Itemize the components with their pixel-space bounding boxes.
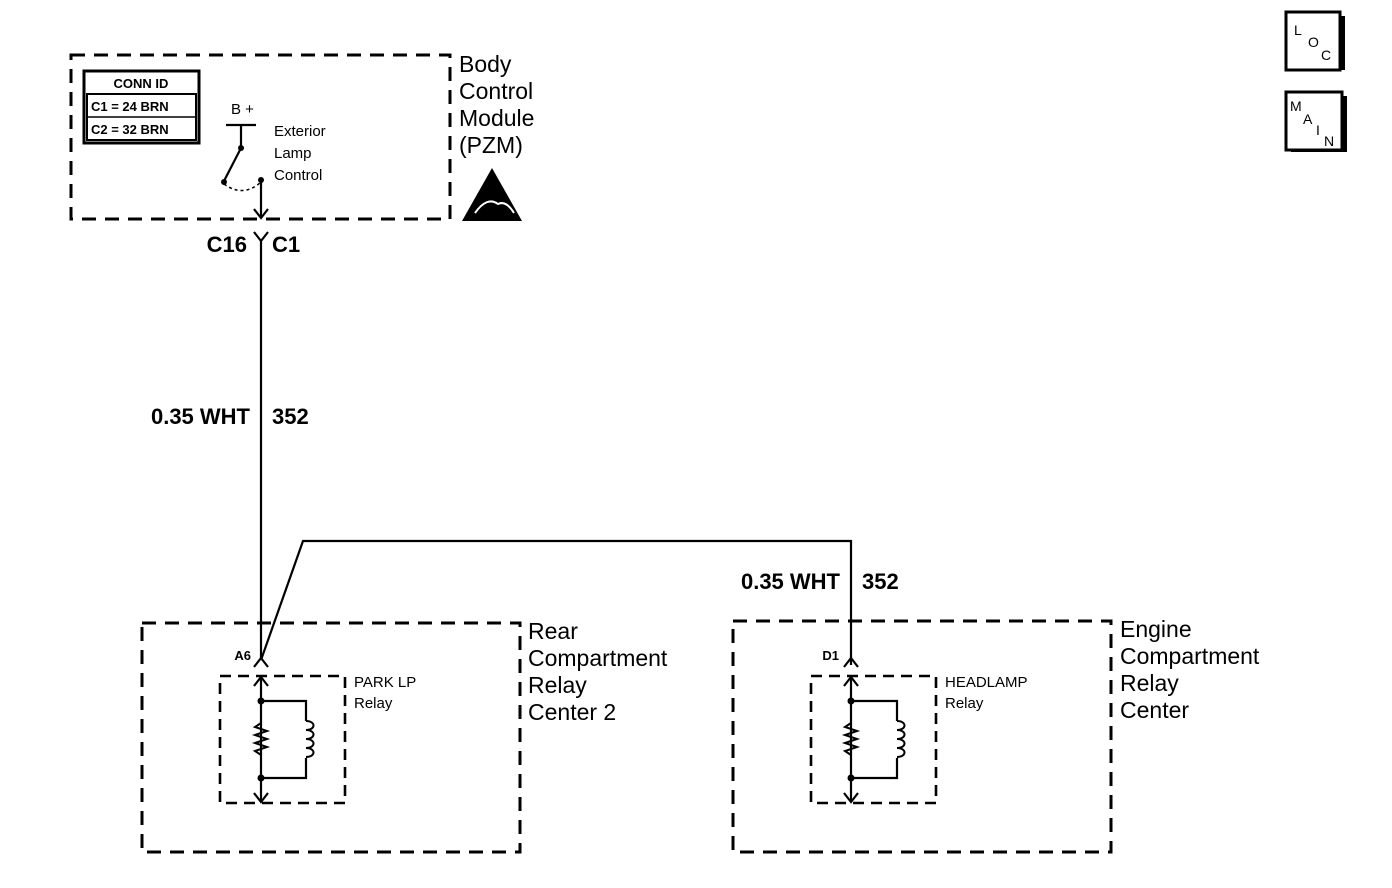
bcm-label-line: Module [459,105,534,131]
rear-label-line: Relay [528,672,587,698]
relay-label-line: Relay [945,695,984,712]
relay-label-line: HEADLAMP [945,674,1028,691]
relay-label-line: Relay [354,695,393,712]
rear-relay-center-boundary [140,621,522,854]
bcm-connector: C16 C1 [207,208,300,257]
main-letter: I [1316,122,1320,138]
bcm-boundary [69,53,452,221]
connector-label-c1: C1 [272,232,300,257]
relay-label-line: PARK LP [354,674,416,691]
connector-pin-a6: A6 [234,648,251,663]
b-plus-label: B + [231,101,254,118]
engine-relay-center-label: Engine Compartment Relay Center [1120,616,1260,723]
wire-circuit-number: 352 [862,569,899,594]
rear-relay-center-label: Rear Compartment Relay Center 2 [528,618,668,725]
engine-relay-center: Engine Compartment Relay Center D1 HEADL… [731,616,1260,854]
switch-label-line: Control [274,167,322,184]
park-lamp-relay: PARK LP Relay [218,674,416,805]
loc-letter: O [1308,34,1319,50]
connector-pin-d1: D1 [822,648,839,663]
wire-352-main: 0.35 WHT 352 [151,241,309,660]
bcm-label: Body Control Module (PZM) [459,51,534,158]
loc-letter: C [1321,47,1331,63]
engine-label-line: Engine [1120,616,1192,642]
conn-id-row: C2 = 32 BRN [91,122,169,137]
main-letter: N [1324,133,1334,149]
wire-size-color: 0.35 WHT [741,569,841,594]
main-letter: M [1290,98,1302,114]
loc-button[interactable]: L O C [1284,10,1345,72]
conn-id-row: C1 = 24 BRN [91,99,169,114]
main-button[interactable]: M A I N [1284,90,1347,152]
engine-label-line: Center [1120,697,1189,723]
bcm-label-line: Body [459,51,512,77]
rear-label-line: Center 2 [528,699,616,725]
switch-label-line: Lamp [274,145,312,162]
rear-label-line: Compartment [528,645,668,671]
engine-label-line: Relay [1120,670,1179,696]
bcm-label-line: (PZM) [459,132,523,158]
main-letter: A [1303,111,1313,127]
rear-relay-center: Rear Compartment Relay Center 2 A6 PARK … [140,618,668,854]
wire-352-branch: 0.35 WHT 352 [259,539,899,665]
rear-label-line: Rear [528,618,578,644]
wire-size-color: 0.35 WHT [151,404,251,429]
connector-label-c16: C16 [207,232,247,257]
switch-label-line: Exterior [274,123,326,140]
wire-circuit-number: 352 [272,404,309,429]
headlamp-relay: HEADLAMP Relay [809,674,1028,805]
engine-relay-center-boundary [731,619,1113,854]
body-control-module: Body Control Module (PZM) CONN ID C1 = 2… [69,51,534,221]
exterior-lamp-switch: B + Exterior Lamp Control [221,101,326,216]
esd-warning-icon [462,168,522,221]
conn-id-title: CONN ID [114,76,169,91]
bcm-label-line: Control [459,78,533,104]
loc-letter: L [1294,22,1302,38]
engine-label-line: Compartment [1120,643,1260,669]
conn-id-table: CONN ID C1 = 24 BRN C2 = 32 BRN [82,69,201,145]
